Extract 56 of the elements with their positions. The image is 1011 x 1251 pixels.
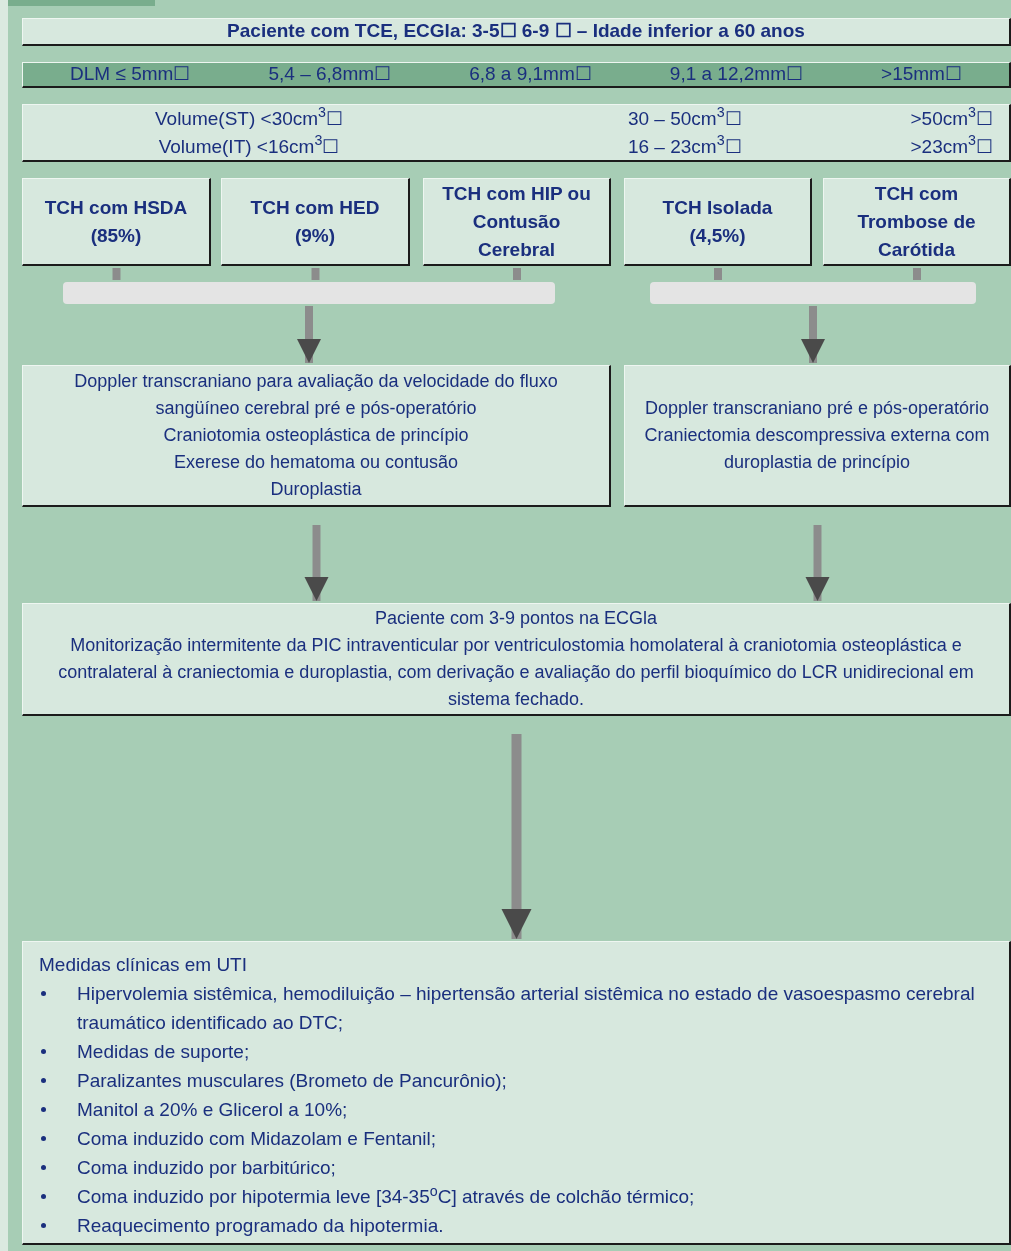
arrow xyxy=(501,734,532,939)
box-text: Duroplastia xyxy=(270,478,362,501)
process-box xyxy=(22,365,611,507)
section-heading: Medidas clínicas em UTI xyxy=(39,953,248,977)
dlm-option: DLM ≤ 5mm☐ xyxy=(70,60,191,89)
volume-option: 16 – 23cm$^{3}$☐ xyxy=(459,132,911,161)
box-text: Monitorização intermitente da PIC intraventicular por ventriculostomia homolateral à craniotomia osteoplástica e contralateral à craniectomia e duroplastia, com derivação e avaliação do perfil bioquímico do LCR unidirecional em sistema fechado. xyxy=(57,634,975,711)
box-text: Doppler transcraniano para avaliação da velocidade do fluxo sangüíneo cerebral pré e pós-operatório xyxy=(73,370,559,420)
connector-line xyxy=(513,268,521,280)
process-box xyxy=(423,178,611,266)
arrow xyxy=(297,306,321,363)
process-box xyxy=(624,365,1011,507)
arrow xyxy=(801,306,825,363)
bullet-text: Coma induzido por barbitúrico; xyxy=(77,1156,336,1180)
process-box xyxy=(823,178,1011,266)
volume-option: 30 – 50cm$^{3}$☐ xyxy=(459,104,911,133)
box-text: Doppler transcraniano pré e pós-operatório xyxy=(644,397,990,420)
dlm-option: 6,8 a 9,1mm☐ xyxy=(469,60,592,89)
dlm-option: 9,1 a 12,2mm☐ xyxy=(669,60,803,89)
box-text: Craniectomia descompressiva externa com duroplastia de princípio xyxy=(643,424,991,474)
process-box xyxy=(22,18,1011,46)
bullet-text: Reaquecimento programado da hipotermia. xyxy=(77,1214,444,1238)
volume-option: >23cm$^{3}$☐ xyxy=(910,132,993,161)
process-box xyxy=(22,941,1011,1245)
connector-line xyxy=(913,268,921,280)
process-box xyxy=(624,178,812,266)
box-text: Craniotomia osteoplástica de princípio xyxy=(163,424,469,447)
process-box xyxy=(22,603,1011,716)
box-title: TCH Isolada (4,5%) xyxy=(661,195,774,248)
merge-bar xyxy=(63,282,555,304)
header-text: Paciente com TCE, ECGla: 3-5☐ 6-9 ☐ – Idade inferior a 60 anos xyxy=(227,19,805,44)
merge-bar xyxy=(650,282,976,304)
volume-option: Volume(IT) <16cm$^{3}$☐ xyxy=(39,132,459,161)
box-title: TCH com HSDA (85%) xyxy=(43,195,189,248)
dlm-option: 5,4 – 6,8mm☐ xyxy=(268,60,392,89)
volume-option: Volume(ST) <30cm$^{3}$☐ xyxy=(39,104,459,133)
connector-line xyxy=(112,268,121,280)
process-box xyxy=(221,178,410,266)
volume-option: >50cm$^{3}$☐ xyxy=(910,104,993,133)
box-text: Exerese do hematoma ou contusão xyxy=(173,451,459,474)
bullet-text: Manitol a 20% e Glicerol a 10%; xyxy=(77,1098,348,1122)
header-band xyxy=(22,62,1011,88)
process-box xyxy=(22,104,1011,162)
bullet-text: Hipervolemia sistêmica, hemodiluição – hipertensão arterial sistêmica no estado de vasoespasmo cerebral traumático identificado ao DTC; xyxy=(77,982,976,1035)
bullet-text: Medidas de suporte; xyxy=(77,1040,250,1064)
connector-line xyxy=(311,268,320,280)
dlm-option: >15mm☐ xyxy=(881,60,962,89)
box-text: Paciente com 3-9 pontos na ECGla xyxy=(374,607,658,630)
bullet-text: Coma induzido por hipotermia leve [34-35$^{o}$C] através de colchão térmico; xyxy=(77,1182,695,1209)
box-title: TCH com HIP ou Contusão Cerebral xyxy=(441,181,592,262)
box-title: TCH com HED (9%) xyxy=(249,195,381,248)
connector-line xyxy=(714,268,722,280)
box-title: TCH com Trombose de Carótida xyxy=(856,181,977,262)
bullet-text: Coma induzido com Midazolam e Fentanil; xyxy=(77,1127,437,1151)
bullet-text: Paralizantes musculares (Brometo de Pancurônio); xyxy=(77,1069,507,1093)
process-box xyxy=(22,178,211,266)
